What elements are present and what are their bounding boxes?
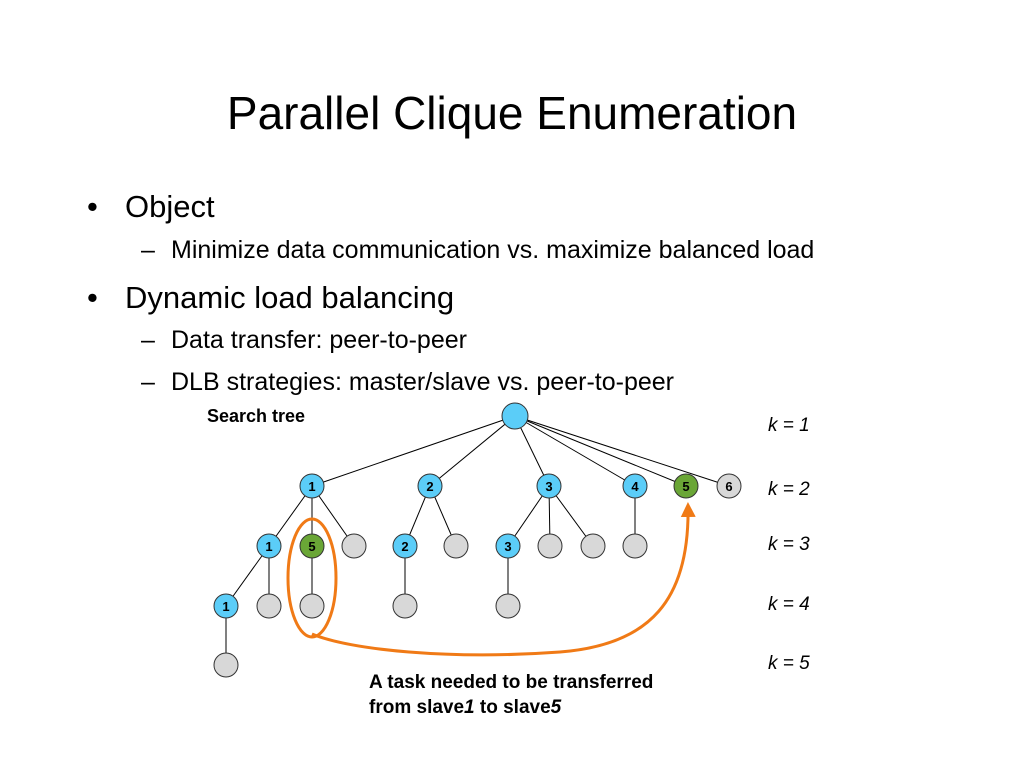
tree-node-n11: [256, 533, 282, 559]
dash-glyph: –: [141, 236, 155, 264]
tree-node-label-n11: 1: [265, 539, 272, 554]
tree-node-label-n22: 2: [401, 539, 408, 554]
sub-bullet-minimize: – Minimize data communication vs. maximi…: [141, 236, 815, 265]
caption-line-1: A task needed to be transferred: [369, 672, 654, 693]
tree-edge-root-n5: [514, 415, 687, 487]
tree-node-n5: [673, 473, 699, 499]
tree-node-label-n5: 5: [682, 479, 689, 494]
dash-glyph: –: [141, 326, 155, 354]
page-title: Parallel Clique Enumeration: [226, 87, 798, 139]
k-label-3: k = 3: [768, 534, 810, 555]
sub-bullet-data-transfer: – Data transfer: peer-to-peer: [141, 326, 467, 355]
search-tree-label: Search tree: [207, 406, 305, 426]
tree-node-n15a: [299, 593, 325, 619]
tree-node-n3a: [537, 533, 563, 559]
tree-node-label-n6: 6: [725, 479, 732, 494]
bullet-text: Dynamic load balancing: [125, 280, 455, 315]
bullet-glyph: •: [87, 280, 98, 315]
tree-node-n22a: [392, 593, 418, 619]
sub-bullet-text: DLB strategies: master/slave vs. peer-to…: [171, 368, 674, 396]
caption-mid: to slave: [474, 697, 551, 718]
bullet-glyph: •: [87, 189, 98, 224]
tree-node-n1x: [341, 533, 367, 559]
sub-bullet-text: Minimize data communication vs. maximize…: [171, 236, 815, 264]
bullet-dynamic-load-balancing: • Dynamic load balancing: [87, 280, 455, 316]
tree-node-n2x: [443, 533, 469, 559]
tree-node-n1: [299, 473, 325, 499]
caption-line-2: from slave1 to slave5: [369, 695, 653, 720]
k-label-2: k = 2: [768, 479, 810, 500]
transfer-caption: A task needed to be transferred from sla…: [369, 670, 653, 720]
caption-prefix: from slave: [369, 697, 465, 718]
tree-edge-root-n1: [311, 415, 516, 487]
tree-node-label-n15: 5: [308, 539, 315, 554]
caption-to-slave: 5: [550, 697, 562, 718]
k-label-4: k = 4: [768, 594, 810, 615]
tree-node-label-n33: 3: [504, 539, 511, 554]
sub-bullet-text: Data transfer: peer-to-peer: [171, 326, 467, 354]
caption-from-slave: 1: [464, 697, 475, 718]
tree-edge-root-n4: [514, 415, 636, 487]
tree-node-label-n4: 4: [631, 479, 639, 494]
tree-node-n15: [299, 533, 325, 559]
tree-node-n111a: [213, 652, 239, 678]
tree-node-label-n3: 3: [545, 479, 552, 494]
tree-node-n4a: [622, 533, 648, 559]
dash-glyph: –: [141, 368, 155, 396]
tree-node-root: [501, 402, 529, 430]
tree-node-n4: [622, 473, 648, 499]
tree-node-label-n111: 1: [222, 599, 229, 614]
tree-node-n11x: [256, 593, 282, 619]
tree-node-n3: [536, 473, 562, 499]
bullet-text: Object: [125, 189, 215, 224]
tree-edge-root-n2: [429, 415, 516, 487]
tree-edge-root-n6: [514, 415, 730, 487]
tree-node-n2: [417, 473, 443, 499]
tree-node-n3b: [580, 533, 606, 559]
tree-node-n6: [716, 473, 742, 499]
k-label-5: k = 5: [768, 653, 810, 674]
tree-node-label-n1: 1: [308, 479, 315, 494]
tree-nodes: 1 2 3 4 5 6 1 5 2 3 1: [213, 402, 742, 678]
transfer-arrow: [311, 502, 696, 657]
tree-node-n33a: [495, 593, 521, 619]
highlight-ellipse: [286, 517, 338, 639]
tree-node-n33: [495, 533, 521, 559]
sub-bullet-dlb-strategies: – DLB strategies: master/slave vs. peer-…: [141, 368, 674, 397]
tree-node-n111: [213, 593, 239, 619]
tree-node-n22: [392, 533, 418, 559]
tree-node-label-n2: 2: [426, 479, 433, 494]
k-label-1: k = 1: [768, 415, 810, 436]
bullet-object: • Object: [87, 189, 215, 225]
bullet-list: • Object – Minimize data communication v…: [87, 189, 815, 397]
